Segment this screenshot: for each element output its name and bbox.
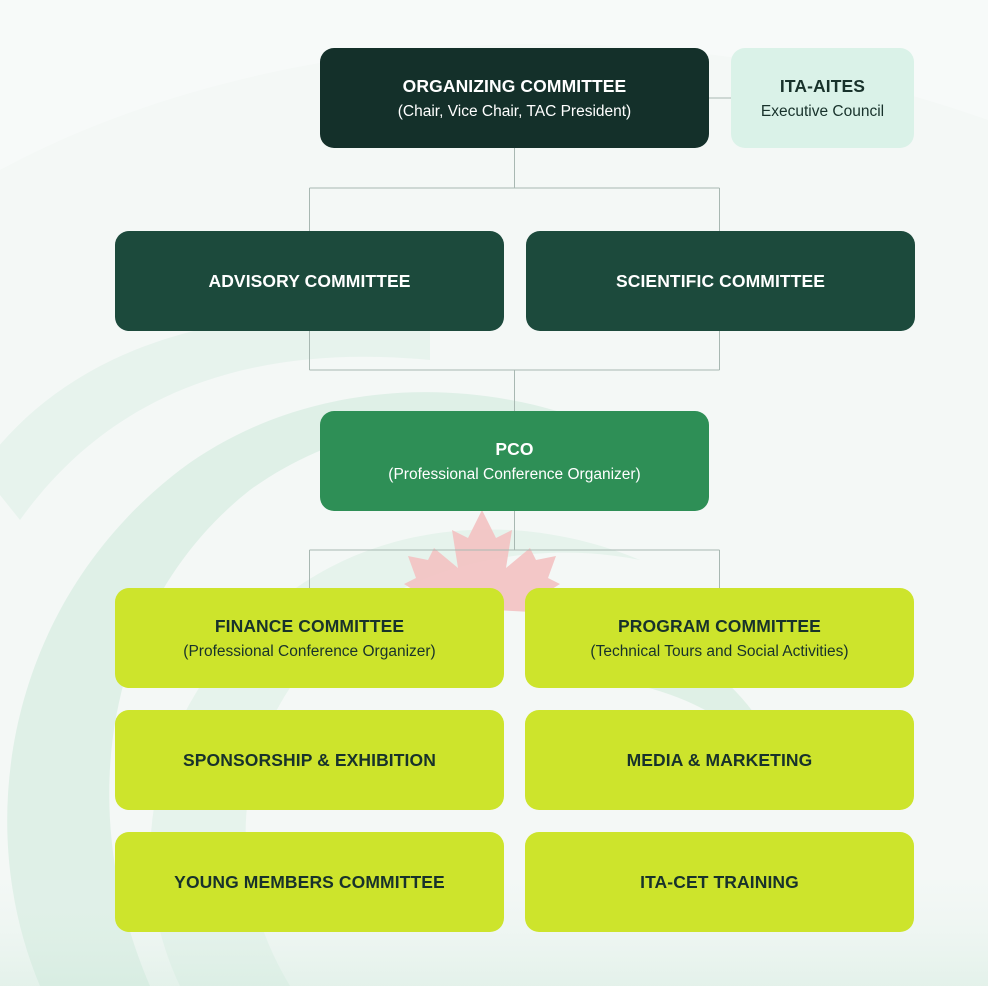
organizing-committee-box: ORGANIZING COMMITTEE (Chair, Vice Chair,… xyxy=(320,48,709,148)
young-members-committee-box: YOUNG MEMBERS COMMITTEE xyxy=(115,832,504,932)
sponsorship-exhibition-title: SPONSORSHIP & EXHIBITION xyxy=(183,749,436,770)
media-marketing-box: MEDIA & MARKETING xyxy=(525,710,914,810)
pco-box: PCO (Professional Conference Organizer) xyxy=(320,411,709,511)
pco-subtitle: (Professional Conference Organizer) xyxy=(388,465,641,483)
ita-aites-title: ITA-AITES xyxy=(779,75,866,96)
scientific-committee-title: SCIENTIFIC COMMITTEE xyxy=(615,270,826,291)
ita-cet-training-box: ITA-CET TRAINING xyxy=(525,832,914,932)
program-committee-box: PROGRAM COMMITTEE (Technical Tours and S… xyxy=(525,588,914,688)
advisory-committee-box: ADVISORY COMMITTEE xyxy=(115,231,504,331)
organizing-committee-title: ORGANIZING COMMITTEE xyxy=(402,75,627,96)
young-members-committee-title: YOUNG MEMBERS COMMITTEE xyxy=(174,871,445,892)
ita-aites-subtitle: Executive Council xyxy=(760,102,885,120)
program-committee-subtitle: (Technical Tours and Social Activities) xyxy=(590,642,849,660)
organizing-committee-subtitle: (Chair, Vice Chair, TAC President) xyxy=(397,102,632,120)
finance-committee-title: FINANCE COMMITTEE xyxy=(214,615,405,636)
ita-aites-box: ITA-AITES Executive Council xyxy=(731,48,914,148)
ita-cet-training-title: ITA-CET TRAINING xyxy=(640,871,799,892)
finance-committee-box: FINANCE COMMITTEE (Professional Conferen… xyxy=(115,588,504,688)
scientific-committee-box: SCIENTIFIC COMMITTEE xyxy=(526,231,915,331)
program-committee-title: PROGRAM COMMITTEE xyxy=(618,615,821,636)
pco-title: PCO xyxy=(495,438,534,459)
media-marketing-title: MEDIA & MARKETING xyxy=(626,749,813,770)
advisory-committee-title: ADVISORY COMMITTEE xyxy=(208,270,411,291)
sponsorship-exhibition-box: SPONSORSHIP & EXHIBITION xyxy=(115,710,504,810)
finance-committee-subtitle: (Professional Conference Organizer) xyxy=(183,642,436,660)
